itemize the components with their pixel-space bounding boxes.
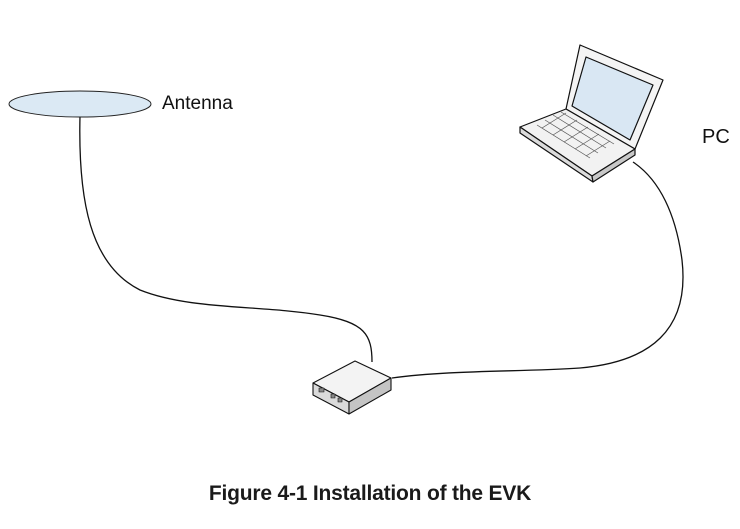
figure-caption: Figure 4-1 Installation of the EVK [208,482,532,505]
antenna-cable [79,115,373,363]
evk-box-icon [312,360,392,415]
antenna-label: Antenna [162,93,233,114]
pc-label: PC [702,126,730,148]
antenna-disc-icon [8,90,152,118]
pc-cable [391,161,684,379]
laptop-icon [519,44,664,183]
